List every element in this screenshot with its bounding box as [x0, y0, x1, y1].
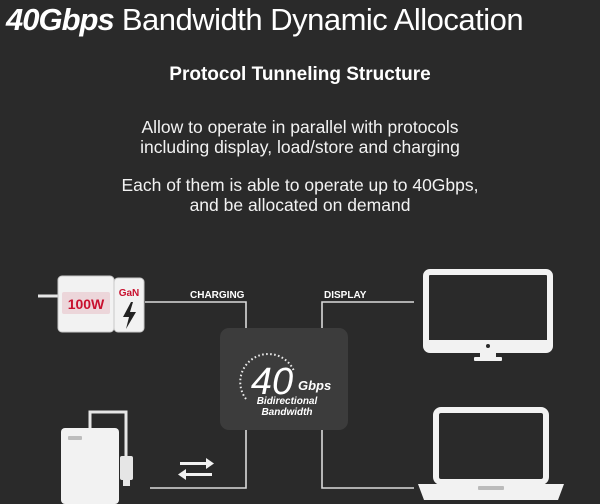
charging-line [145, 301, 247, 328]
hub-unit: Gbps [298, 378, 331, 393]
lightning-icon [123, 302, 136, 329]
transfer-arrows-icon [178, 458, 214, 480]
description-line: Each of them is able to operate up to 40… [121, 175, 479, 195]
title-rest: Bandwidth Dynamic Allocation [113, 2, 524, 37]
display-line [321, 301, 414, 328]
hub-number: 40 [251, 361, 293, 403]
monitor-icon [423, 269, 553, 361]
description-line: including display, load/store and chargi… [140, 137, 460, 157]
charger-icon: 100W GaN [38, 275, 145, 333]
laptop-line [321, 430, 414, 489]
drive-line [150, 430, 247, 489]
charger-wattage: 100W [68, 296, 105, 312]
bandwidth-hub: 40 Gbps Bidirectional Bandwidth [220, 328, 348, 430]
description-paragraph-2: Each of them is able to operate up to 40… [0, 175, 600, 215]
title-bold: 40Gbps [6, 2, 115, 37]
hub-line2: Bandwidth [261, 407, 312, 418]
display-label: DISPLAY [324, 290, 367, 301]
external-drive-icon [61, 410, 133, 504]
laptop-icon [418, 407, 564, 500]
page-title: 40Gbps Bandwidth Dynamic Allocation [6, 2, 524, 38]
hub-line1: Bidirectional [257, 396, 318, 407]
speed-arc [239, 353, 295, 400]
description-line: and be allocated on demand [189, 195, 411, 215]
charging-label: CHARGING [190, 290, 245, 301]
section-title: Protocol Tunneling Structure [169, 64, 431, 85]
description-paragraph-1: Allow to operate in parallel with protoc… [0, 117, 600, 157]
gan-label: GaN [119, 288, 140, 299]
description-line: Allow to operate in parallel with protoc… [141, 117, 459, 137]
connector-lines [145, 301, 414, 489]
